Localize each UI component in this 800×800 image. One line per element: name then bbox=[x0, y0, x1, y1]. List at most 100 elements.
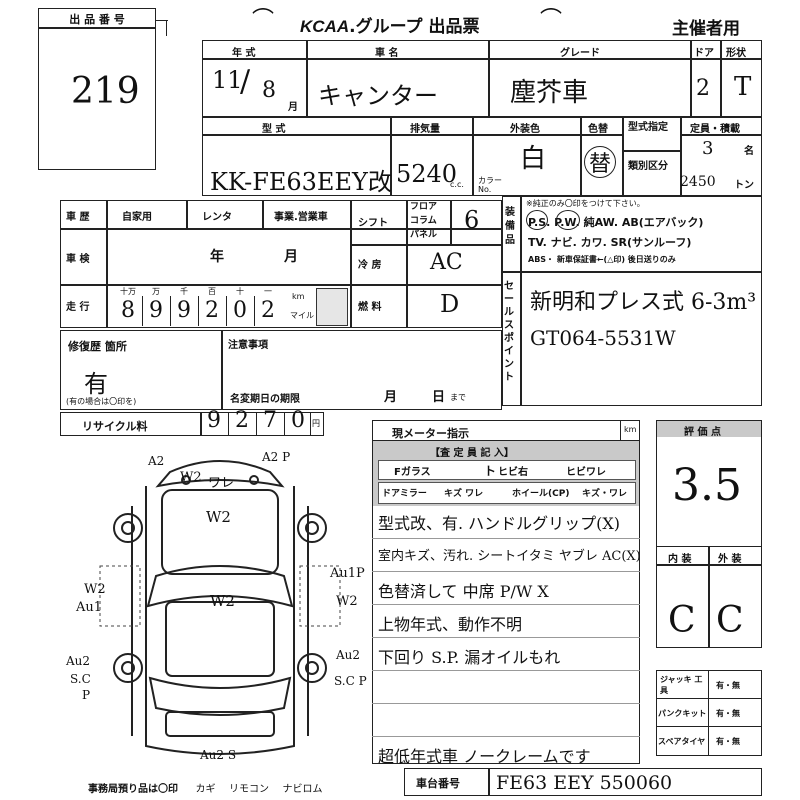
equipment-line-3: ABS・ 新車保証書←(△印) 後日送りのみ bbox=[528, 255, 676, 264]
office-item-navi[interactable]: ナビロム bbox=[282, 784, 323, 795]
recycle-digit: 2 bbox=[235, 408, 249, 433]
shift-floor[interactable]: フロア bbox=[410, 202, 438, 212]
spare-option[interactable]: 有・無 bbox=[716, 737, 740, 746]
history-rental[interactable]: レンタ bbox=[202, 212, 232, 223]
vehicle-info-grid bbox=[202, 40, 762, 196]
month-unit: 月 bbox=[288, 102, 298, 113]
office-note: 事務局預り品は〇印 カギ リモコン ナビロム bbox=[88, 784, 323, 795]
inspection-line: 室内キズ、汚れ. シートイタミ ヤブレ AC(X) bbox=[372, 539, 641, 572]
diagram-mark: Au2 bbox=[336, 648, 361, 662]
history-business[interactable]: 事業.営業車 bbox=[274, 212, 328, 223]
diagram-mark: P bbox=[82, 688, 91, 702]
capacity-persons: 3 bbox=[702, 138, 714, 159]
score-value: 3.5 bbox=[672, 460, 742, 511]
equipment-line-1: P.S. P.W. 純AW. AB(エアバック) bbox=[528, 216, 704, 229]
jack-option[interactable]: 有・無 bbox=[716, 681, 740, 690]
puncture-option[interactable]: 有・無 bbox=[716, 709, 740, 718]
recycle-digit: 9 bbox=[207, 408, 221, 433]
shift-column[interactable]: コラム bbox=[410, 216, 437, 226]
brand-logo: KCAA bbox=[300, 17, 350, 36]
diagram-mark: A2 P bbox=[262, 450, 291, 464]
mileage-digit: 2 bbox=[261, 298, 275, 323]
interior-value: C bbox=[668, 600, 696, 641]
cooler-value: AC bbox=[430, 250, 463, 275]
inspection-box bbox=[372, 420, 640, 764]
diagram-mark: W2 bbox=[210, 592, 235, 610]
office-item-key[interactable]: カギ bbox=[195, 784, 216, 795]
month-value: 8 bbox=[262, 78, 276, 103]
history-private[interactable]: 自家用 bbox=[122, 212, 152, 223]
glass-label: Fガラス bbox=[394, 467, 431, 478]
shape-value: T bbox=[734, 72, 752, 102]
mile-unit: マイル bbox=[290, 311, 314, 320]
equipment-line-2: TV. ナビ. カワ. SR(サンルーフ) bbox=[528, 236, 692, 249]
diagram-mark: Au2 S bbox=[200, 748, 237, 762]
inspection-line: 色替済して 中席 P/W X bbox=[372, 572, 640, 605]
shift-panel[interactable]: パネル bbox=[410, 230, 438, 240]
capacity-header: 定員・積載 bbox=[690, 124, 740, 135]
type-value: KK-FE63EEY改 bbox=[210, 168, 392, 196]
notes-label: 注意事項 bbox=[228, 340, 268, 351]
frame-number-value: FE63 EEY 550060 bbox=[496, 772, 673, 794]
inspection-month: 月 bbox=[284, 249, 298, 265]
exterior-value: C bbox=[716, 600, 744, 641]
diagram-mark: W2 bbox=[84, 582, 106, 597]
diagram-mark: W2 bbox=[180, 470, 202, 485]
color-no-label: カラー No. bbox=[478, 176, 502, 194]
exterior-label: 外 装 bbox=[718, 554, 742, 565]
doors-header: ドア bbox=[694, 48, 714, 59]
type-designation-header: 型式指定 bbox=[628, 122, 668, 133]
recycle-box bbox=[60, 412, 324, 436]
glass-mark: ト bbox=[484, 464, 497, 478]
spare-label: スペアタイヤ bbox=[658, 737, 706, 746]
wheel-label: ホイール(CP) bbox=[512, 489, 570, 499]
recycle-digit: 7 bbox=[263, 408, 277, 433]
meter-unit: km bbox=[624, 425, 637, 434]
mileage-label: 走 行 bbox=[66, 302, 90, 313]
notes-box bbox=[222, 330, 502, 410]
equipment-label: 装備品 bbox=[505, 207, 515, 246]
inspection-line bbox=[372, 671, 640, 704]
recycle-label: リサイクル料 bbox=[82, 420, 148, 433]
fuel-value: D bbox=[440, 290, 460, 318]
diagram-mark: W2 bbox=[206, 508, 231, 526]
mirror-note: キズ ワレ bbox=[444, 489, 484, 499]
recycle-digits: 9 2 7 0 bbox=[200, 408, 312, 433]
mileage-digit: 9 bbox=[149, 298, 163, 323]
deadline-until: まで bbox=[450, 393, 466, 402]
year-header: 年 式 bbox=[232, 48, 256, 59]
exterior-color-header: 外装色 bbox=[510, 124, 540, 135]
model-name-header: 車 名 bbox=[375, 48, 399, 59]
mirror-row bbox=[378, 482, 636, 504]
cooler-label: 冷 房 bbox=[358, 260, 382, 271]
km-unit: km bbox=[292, 292, 305, 301]
repair-label: 修復歴 箇所 bbox=[68, 340, 127, 353]
wheel-note: キズ・ワレ bbox=[582, 489, 628, 499]
repair-value: 有 bbox=[84, 370, 108, 398]
inspection-line: 上物年式、動作不明 bbox=[372, 605, 640, 638]
displacement-value: 5240 bbox=[396, 160, 458, 188]
inspection-line bbox=[372, 704, 640, 737]
sales-point-line-2: GT064-5531W bbox=[530, 326, 676, 350]
sales-point-box bbox=[502, 272, 762, 406]
diagram-mark: Au1P bbox=[330, 566, 365, 581]
recycle-digit: 0 bbox=[291, 408, 305, 433]
load-unit: トン bbox=[734, 180, 754, 191]
jack-label: ジャッキ 工 具 bbox=[660, 675, 703, 695]
deadline-day: 日 bbox=[432, 390, 446, 405]
displacement-header: 排気量 bbox=[410, 124, 440, 135]
grade-value: 塵芥車 bbox=[510, 78, 589, 108]
frame-number-label: 車台番号 bbox=[416, 777, 460, 790]
mileage-digit: 8 bbox=[121, 298, 135, 323]
sales-point-line-1: 新明和プレス式 6-3m³ bbox=[530, 290, 757, 315]
repair-box bbox=[60, 330, 222, 410]
form-title: KCAA.グループ 出品票 bbox=[300, 17, 480, 37]
mileage-unit-box bbox=[316, 288, 348, 326]
persons-unit: 名 bbox=[744, 146, 754, 157]
color-change-header: 色替 bbox=[588, 124, 608, 135]
score-label: 評 価 点 bbox=[684, 427, 721, 438]
repair-note: (有の場合は〇印を) bbox=[66, 397, 137, 406]
office-item-remote[interactable]: リモコン bbox=[228, 784, 269, 795]
lot-number-label: 出 品 番 号 bbox=[69, 13, 125, 26]
door-mirror-label: ドアミラー bbox=[382, 489, 427, 499]
